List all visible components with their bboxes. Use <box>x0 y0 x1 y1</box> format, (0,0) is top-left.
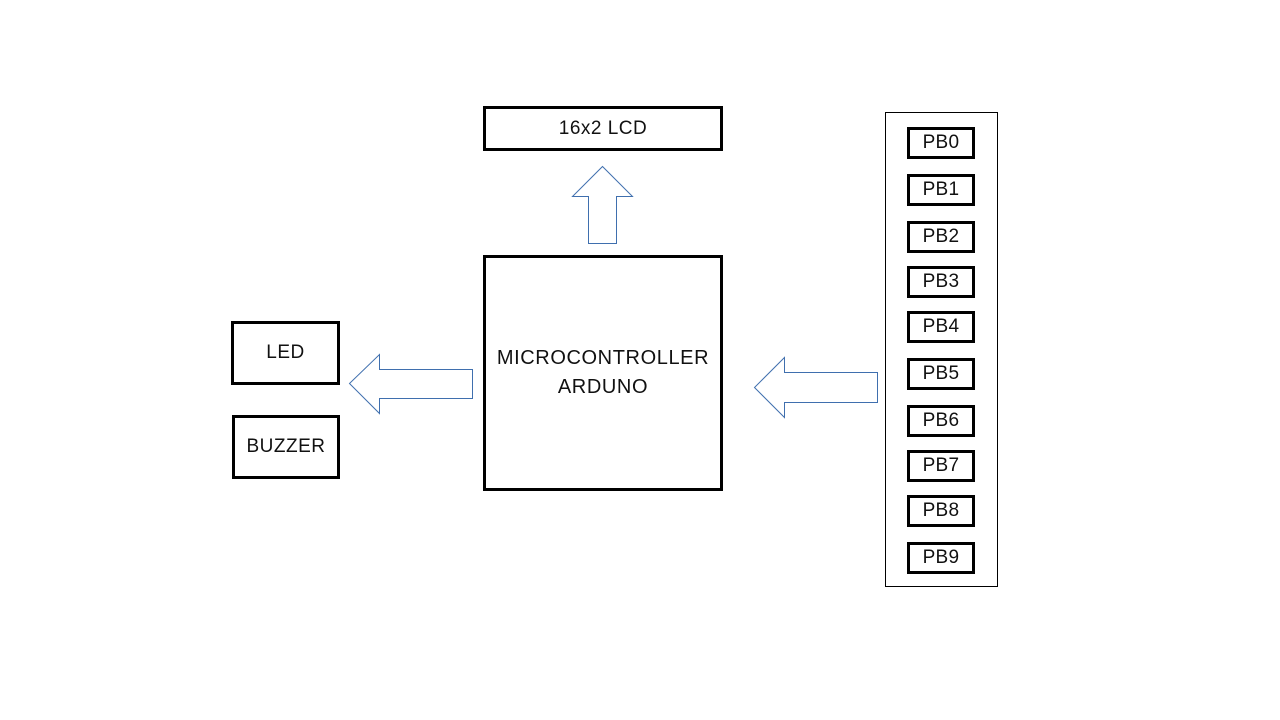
push-button-label: PB9 <box>922 547 960 568</box>
lcd-label: 16x2 LCD <box>558 117 648 139</box>
buzzer-label: BUZZER <box>246 436 326 457</box>
microcontroller-box: MICROCONTROLLER ARDUNO <box>483 255 723 491</box>
led-label: LED <box>266 342 305 363</box>
lcd-box: 16x2 LCD <box>483 106 723 151</box>
push-button-label: PB3 <box>922 271 960 292</box>
push-button-label: PB4 <box>922 316 960 337</box>
arrow-left-from-buttons <box>753 356 878 419</box>
push-button-pb9: PB9 <box>907 542 975 574</box>
push-button-label: PB8 <box>922 500 960 521</box>
microcontroller-label: MICROCONTROLLER <box>496 347 710 369</box>
push-button-pb5: PB5 <box>907 358 975 390</box>
arrow-left-to-outputs <box>348 353 473 415</box>
push-button-pb0: PB0 <box>907 127 975 159</box>
buzzer-box: BUZZER <box>232 415 340 479</box>
push-button-pb2: PB2 <box>907 221 975 253</box>
arrow-up-to-lcd <box>571 165 634 244</box>
push-button-pb6: PB6 <box>907 405 975 437</box>
push-button-pb3: PB3 <box>907 266 975 298</box>
push-button-label: PB5 <box>922 363 960 384</box>
push-button-label: PB6 <box>922 410 960 431</box>
push-button-pb1: PB1 <box>907 174 975 206</box>
push-button-pb8: PB8 <box>907 495 975 527</box>
push-button-pb4: PB4 <box>907 311 975 343</box>
led-box: LED <box>231 321 340 385</box>
microcontroller-sublabel: ARDUNO <box>557 376 649 398</box>
push-button-label: PB2 <box>922 226 960 247</box>
push-button-label: PB0 <box>922 132 960 153</box>
push-button-label: PB1 <box>922 179 960 200</box>
push-button-label: PB7 <box>922 455 960 476</box>
push-button-panel: PB0 PB1 PB2 PB3 PB4 PB5 PB6 PB7 PB8 PB9 <box>885 112 998 587</box>
push-button-pb7: PB7 <box>907 450 975 482</box>
